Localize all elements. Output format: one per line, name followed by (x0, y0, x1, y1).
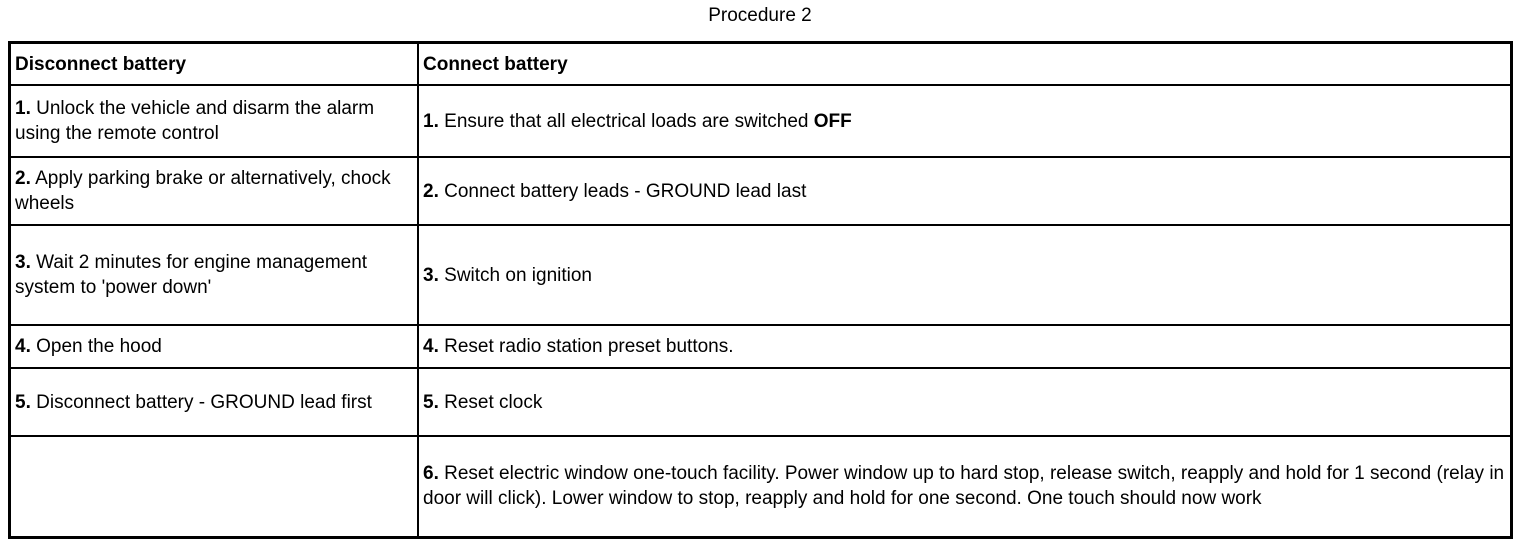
column-header-connect-battery: Connect battery (417, 41, 1513, 86)
step-text: Connect battery leads - GROUND lead last (444, 180, 807, 202)
step-number: 1. (15, 98, 31, 119)
table-row: 5. Disconnect battery - GROUND lead firs… (8, 367, 1513, 437)
step-number: 2. (15, 168, 31, 189)
table-row: 2. Apply parking brake or alternatively,… (8, 156, 1513, 226)
cell-connect-step-5: 5. Reset clock (417, 367, 1513, 437)
cell-connect-step-1: 1. Ensure that all electrical loads are … (417, 84, 1513, 158)
cell-disconnect-empty (8, 435, 419, 538)
step-text: Open the hood (36, 336, 162, 357)
table-row: 4. Open the hood 4. Reset radio station … (8, 324, 1513, 369)
cell-disconnect-step-3: 3. Wait 2 minutes for engine management … (8, 224, 419, 326)
step-number: 1. (423, 110, 439, 132)
step-number: 5. (15, 391, 31, 413)
step-number: 3. (423, 264, 439, 286)
table-row: 6. Reset electric window one-touch facil… (8, 435, 1513, 538)
step-text: Reset clock (444, 391, 543, 413)
step-number: 4. (423, 336, 439, 357)
step-text: Ensure that all electrical loads are swi… (444, 110, 809, 132)
cell-connect-step-2: 2. Connect battery leads - GROUND lead l… (417, 156, 1513, 226)
cell-disconnect-step-5: 5. Disconnect battery - GROUND lead firs… (8, 367, 419, 437)
step-text-bold: OFF (813, 110, 852, 132)
cell-disconnect-step-2: 2. Apply parking brake or alternatively,… (8, 156, 419, 226)
cell-connect-step-6: 6. Reset electric window one-touch facil… (417, 435, 1513, 538)
step-text: Unlock the vehicle and disarm the alarm … (15, 98, 375, 144)
step-text: Switch on ignition (444, 264, 593, 286)
table-row: 1. Unlock the vehicle and disarm the ala… (8, 84, 1513, 158)
cell-disconnect-step-1: 1. Unlock the vehicle and disarm the ala… (8, 84, 419, 158)
page-title: Procedure 2 (708, 5, 812, 26)
step-number: 2. (423, 180, 439, 202)
step-text: Reset radio station preset buttons. (444, 336, 734, 357)
step-number: 5. (423, 391, 439, 413)
cell-connect-step-3: 3. Switch on ignition (417, 224, 1513, 326)
step-text: Disconnect battery - GROUND lead first (36, 391, 372, 413)
procedure-table: Disconnect battery Connect battery 1. Un… (8, 41, 1513, 539)
table-row: 3. Wait 2 minutes for engine management … (8, 224, 1513, 326)
step-number: 6. (423, 463, 439, 485)
column-header-disconnect-battery: Disconnect battery (8, 41, 419, 86)
table-header-row: Disconnect battery Connect battery (8, 41, 1513, 86)
step-number: 3. (15, 252, 31, 273)
step-text: Reset electric window one-touch facility… (423, 463, 1505, 510)
cell-disconnect-step-4: 4. Open the hood (8, 324, 419, 369)
step-number: 4. (15, 336, 31, 357)
cell-connect-step-4: 4. Reset radio station preset buttons. (417, 324, 1513, 369)
step-text: Apply parking brake or alternatively, ch… (15, 168, 391, 214)
step-text: Wait 2 minutes for engine management sys… (15, 252, 368, 298)
